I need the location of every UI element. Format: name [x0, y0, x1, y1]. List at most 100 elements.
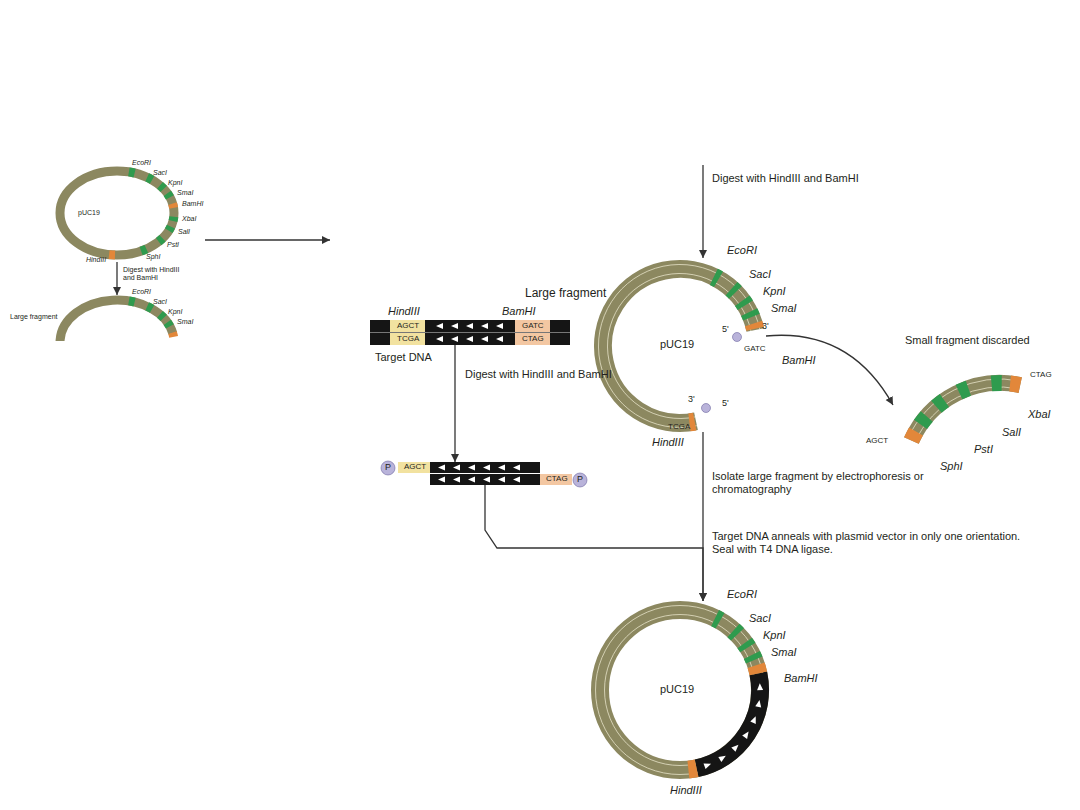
flow-arrow: [485, 485, 703, 601]
step-note: Digest with HindIII and BamHI: [123, 266, 185, 283]
sticky-sequence: GATC: [522, 321, 544, 331]
sticky-end: [540, 474, 572, 485]
strand-arrow: [483, 477, 490, 483]
dna-strand: [596, 606, 765, 775]
plasmid-circle: pUC19: [55, 168, 179, 262]
enzyme-site: HindIII: [652, 436, 684, 449]
sticky-end: [515, 333, 550, 345]
sticky-sequence: AGCT: [866, 436, 888, 446]
phosphate-label: P: [385, 462, 391, 473]
flow-arrow: [454, 345, 455, 462]
enzyme-site: HindIII: [388, 305, 420, 318]
enzyme-site: HindIII: [670, 784, 702, 797]
fragment-ring: Small fragment discarded: [893, 375, 1028, 450]
strand-arrow: [438, 477, 445, 483]
figure: [60, 165, 1021, 775]
restriction-site: [141, 249, 146, 251]
restriction-site: [160, 185, 164, 189]
enzyme-site: KpnI: [763, 285, 786, 298]
enzyme-site: XbaI: [1028, 408, 1051, 421]
restriction-site: [936, 401, 944, 407]
node-heading: AGCT: [404, 462, 426, 472]
restriction-site: [167, 322, 170, 326]
dna-strand: [598, 264, 759, 427]
sticky-end: [515, 320, 550, 332]
strand-end: 5': [722, 398, 729, 409]
restriction-site: [742, 301, 745, 306]
sticky-end: [398, 462, 430, 473]
phosphate: [381, 461, 395, 475]
strand-arrow: [513, 477, 520, 483]
enzyme-site: SacI: [153, 298, 167, 306]
strand-arrow: [731, 745, 738, 752]
strand-arrow: [704, 763, 712, 769]
node-text: CTAG: [546, 474, 568, 484]
restriction-site: [732, 289, 736, 293]
strand-arrow: [436, 323, 443, 329]
enzyme-site: KpnI: [168, 308, 182, 316]
node-text: Large fragment: [10, 313, 57, 321]
sticky-end: [390, 320, 425, 332]
target-dna: [370, 320, 570, 345]
step-note: Isolate large fragment by electrophoresi…: [712, 470, 942, 496]
restriction-site: [715, 618, 720, 621]
restriction-site: [173, 204, 174, 208]
strand-arrow: [466, 323, 473, 329]
node-text: pUC19: [78, 209, 100, 217]
phosphate: [733, 333, 742, 342]
target-dna: [430, 474, 540, 485]
target-dna: [430, 462, 540, 473]
restriction-site: [734, 631, 738, 635]
flow-arrow: [116, 262, 117, 295]
restriction-site: [129, 301, 135, 302]
fragment-ring: Large fragmentpUC19: [594, 260, 766, 432]
restriction-site: [129, 172, 135, 173]
enzyme-site: SacI: [749, 612, 771, 625]
strand-arrow: [481, 323, 488, 329]
node-text: Small fragment discarded: [905, 334, 1030, 347]
node-text: pUC19: [660, 338, 694, 351]
restriction-site: [992, 375, 1002, 391]
strand-arrow: [451, 336, 458, 342]
plasmid-ring: [911, 383, 1020, 441]
enzyme-site: SmaI: [771, 302, 797, 315]
strand-arrow: [496, 336, 503, 342]
strand-arrow: [468, 477, 475, 483]
restriction-site: [167, 193, 170, 197]
restriction-site: [749, 312, 751, 317]
sticky-sequence: GATC: [744, 344, 766, 354]
enzyme-site: SacI: [749, 268, 771, 281]
restriction-site: [169, 217, 179, 221]
enzyme-site: PstI: [974, 443, 993, 456]
strand-arrow: [453, 477, 460, 483]
enzyme-site: BamHI: [784, 672, 818, 685]
restriction-site: [688, 768, 696, 769]
pointer-arrow: [205, 239, 330, 240]
dna-strand: [908, 379, 1021, 439]
thumbnail-fragment: [60, 300, 174, 341]
strand-arrow: [718, 756, 726, 762]
strand-arrow: [481, 336, 488, 342]
sticky-sequence: TCGA: [668, 422, 690, 432]
enzyme-site: SacI: [153, 169, 167, 177]
enzyme-site: HindIII: [86, 256, 106, 264]
strand-arrow: [750, 716, 756, 724]
step-note: Target DNA anneals with plasmid vector i…: [712, 530, 1042, 556]
flow-arrow: [766, 335, 893, 405]
dna-strand: [607, 273, 750, 418]
restriction-site: [147, 306, 152, 309]
process-arrow: [702, 165, 703, 258]
enzyme-site: EcoRI: [727, 244, 757, 257]
phosphate: [702, 404, 711, 413]
plasmid-circle: pUC19: [591, 601, 769, 779]
restriction-site: [745, 643, 748, 648]
sticky-end: [390, 333, 425, 345]
strand-arrow: [498, 465, 505, 471]
restriction-site: [109, 250, 115, 259]
plasmid-ring: [600, 610, 760, 770]
enzyme-site: KpnI: [168, 179, 182, 187]
enzyme-site: SmaI: [177, 189, 193, 197]
enzyme-site: BamHI: [502, 305, 536, 318]
strand-arrow: [466, 336, 473, 342]
